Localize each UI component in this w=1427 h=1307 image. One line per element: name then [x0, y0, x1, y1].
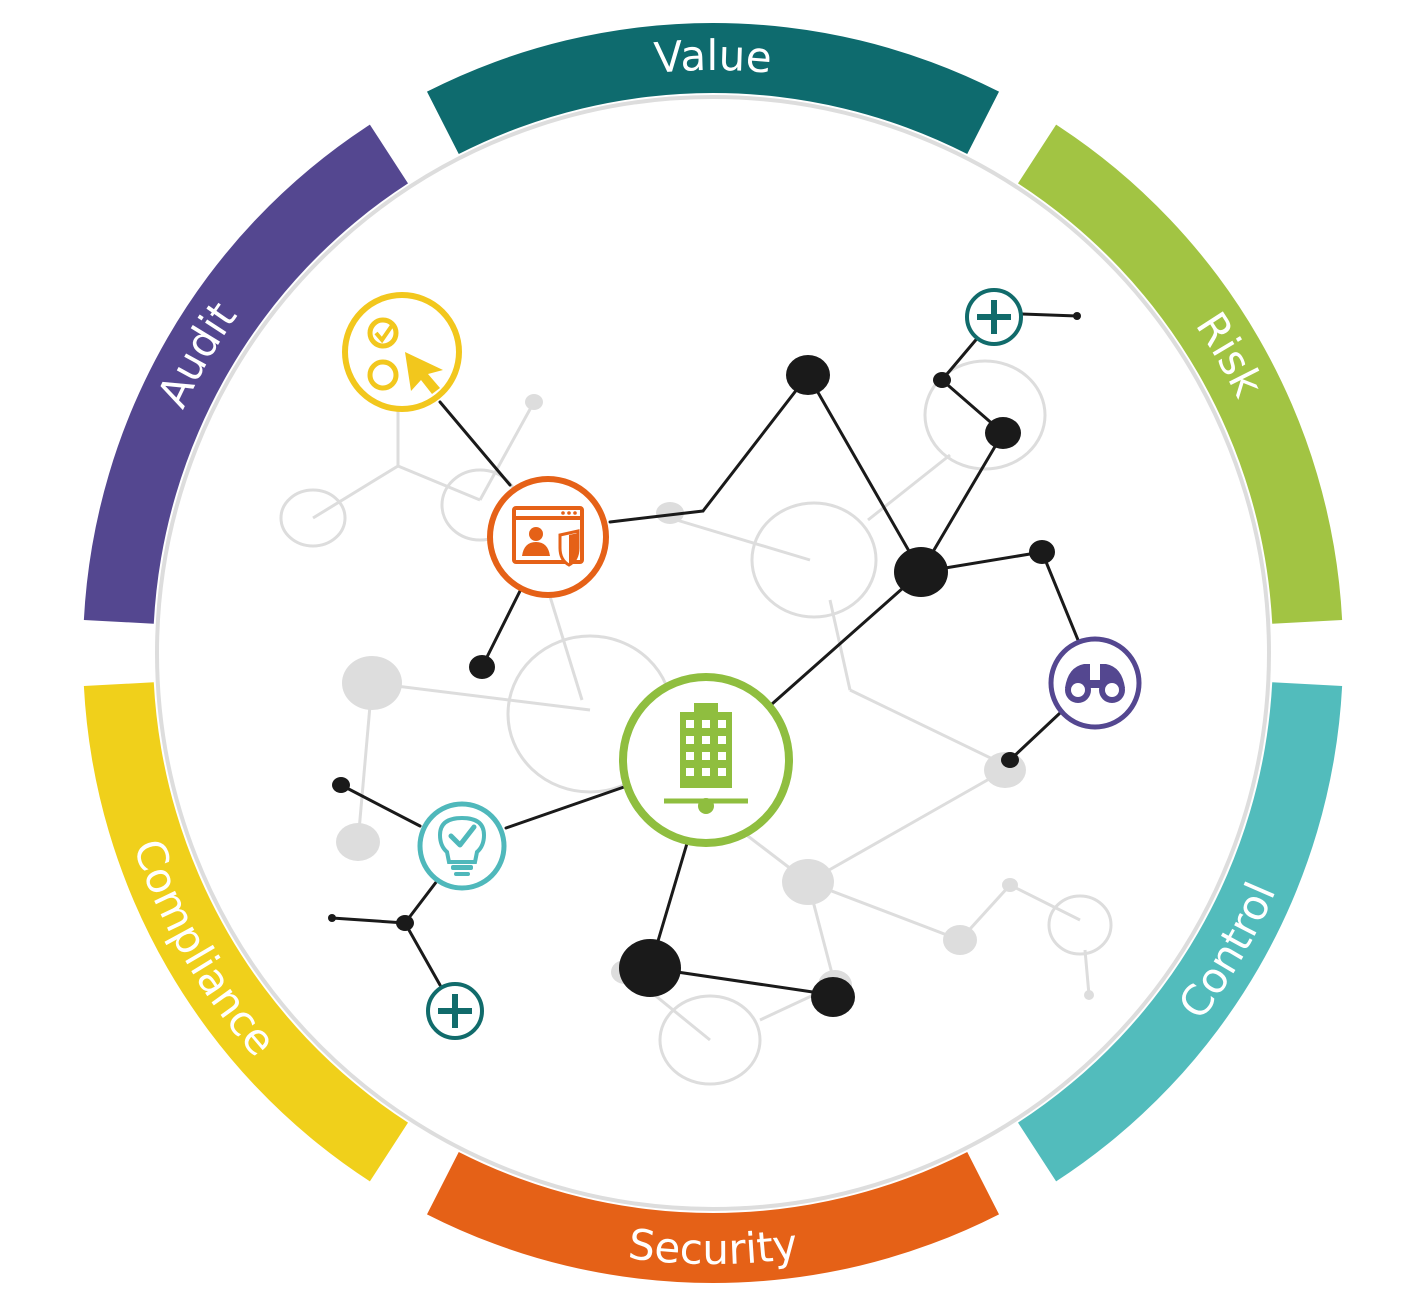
- bg-dot: [336, 823, 380, 861]
- bg-edge: [659, 513, 811, 562]
- bg-dot: [342, 656, 402, 710]
- ring-segment-value: [426, 23, 1000, 155]
- network-node: [469, 655, 495, 679]
- network-edge: [403, 875, 442, 925]
- network-node: [619, 939, 681, 997]
- bg-node: [658, 994, 762, 1086]
- ring-segment-risk: [1017, 124, 1343, 624]
- bg-dot: [943, 925, 977, 955]
- bg-node: [279, 488, 347, 548]
- ring-segment-control: [1017, 682, 1343, 1182]
- bg-dot: [656, 502, 684, 524]
- network-node: [933, 372, 951, 388]
- bg-edge: [546, 589, 584, 701]
- binoculars-icon: [1048, 636, 1142, 730]
- plus-icon: [426, 982, 484, 1040]
- network-node: [786, 355, 830, 395]
- ring-segment-audit: [83, 124, 409, 624]
- network-node: [328, 914, 336, 922]
- network-edge: [608, 509, 705, 524]
- network-edge: [770, 570, 923, 706]
- network-edge: [919, 431, 1005, 574]
- network-edge: [940, 333, 982, 382]
- bg-edge: [1083, 949, 1091, 996]
- bg-edge: [478, 401, 536, 501]
- network-edge: [330, 916, 407, 925]
- network-edge: [806, 373, 923, 574]
- bg-edge: [867, 453, 951, 522]
- network-node: [1029, 540, 1055, 564]
- bg-node: [923, 359, 1047, 471]
- network-edge: [701, 373, 810, 513]
- network-edge: [403, 921, 442, 987]
- bg-dot: [782, 859, 834, 905]
- bg-dot: [525, 394, 543, 410]
- network-edge: [1020, 312, 1079, 318]
- bg-dot: [1084, 990, 1094, 1000]
- checklist-cursor-icon: [342, 292, 462, 412]
- web-security-icon: [487, 476, 609, 598]
- bg-edge: [312, 464, 399, 520]
- segment-label-text: Value: [652, 31, 773, 83]
- network-nodes: [328, 312, 1081, 1017]
- network-node: [1001, 752, 1019, 768]
- segment-label-security: Security: [626, 1219, 800, 1274]
- network-edge: [504, 785, 626, 830]
- bg-edge: [807, 768, 1006, 884]
- network-edge: [480, 585, 524, 669]
- ring-segment-security: [426, 1151, 1000, 1283]
- bg-edge: [371, 681, 591, 712]
- network-edges: [330, 312, 1080, 997]
- bg-edge: [807, 880, 961, 942]
- network-edge: [1008, 711, 1062, 762]
- network-edge: [438, 400, 512, 487]
- network-edge: [1040, 550, 1080, 642]
- plus-icon: [965, 288, 1023, 346]
- bg-edge: [397, 464, 481, 502]
- network-node: [1073, 312, 1081, 320]
- network-node: [894, 547, 948, 597]
- network-node: [396, 915, 414, 931]
- ring-segment-compliance: [83, 682, 409, 1182]
- bg-edge: [849, 688, 1006, 767]
- segment-label-text: Security: [626, 1219, 800, 1274]
- network-node: [811, 977, 855, 1017]
- building-icon: [619, 673, 793, 847]
- network-node: [332, 777, 350, 793]
- bg-dot: [1002, 878, 1018, 892]
- network-edge: [339, 783, 422, 828]
- network-node: [985, 417, 1021, 449]
- bg-node: [1047, 894, 1113, 956]
- bg-edge: [1009, 883, 1081, 922]
- segment-label-value: Value: [652, 31, 773, 83]
- bg-node: [750, 501, 878, 619]
- lightbulb-check-icon: [417, 801, 507, 891]
